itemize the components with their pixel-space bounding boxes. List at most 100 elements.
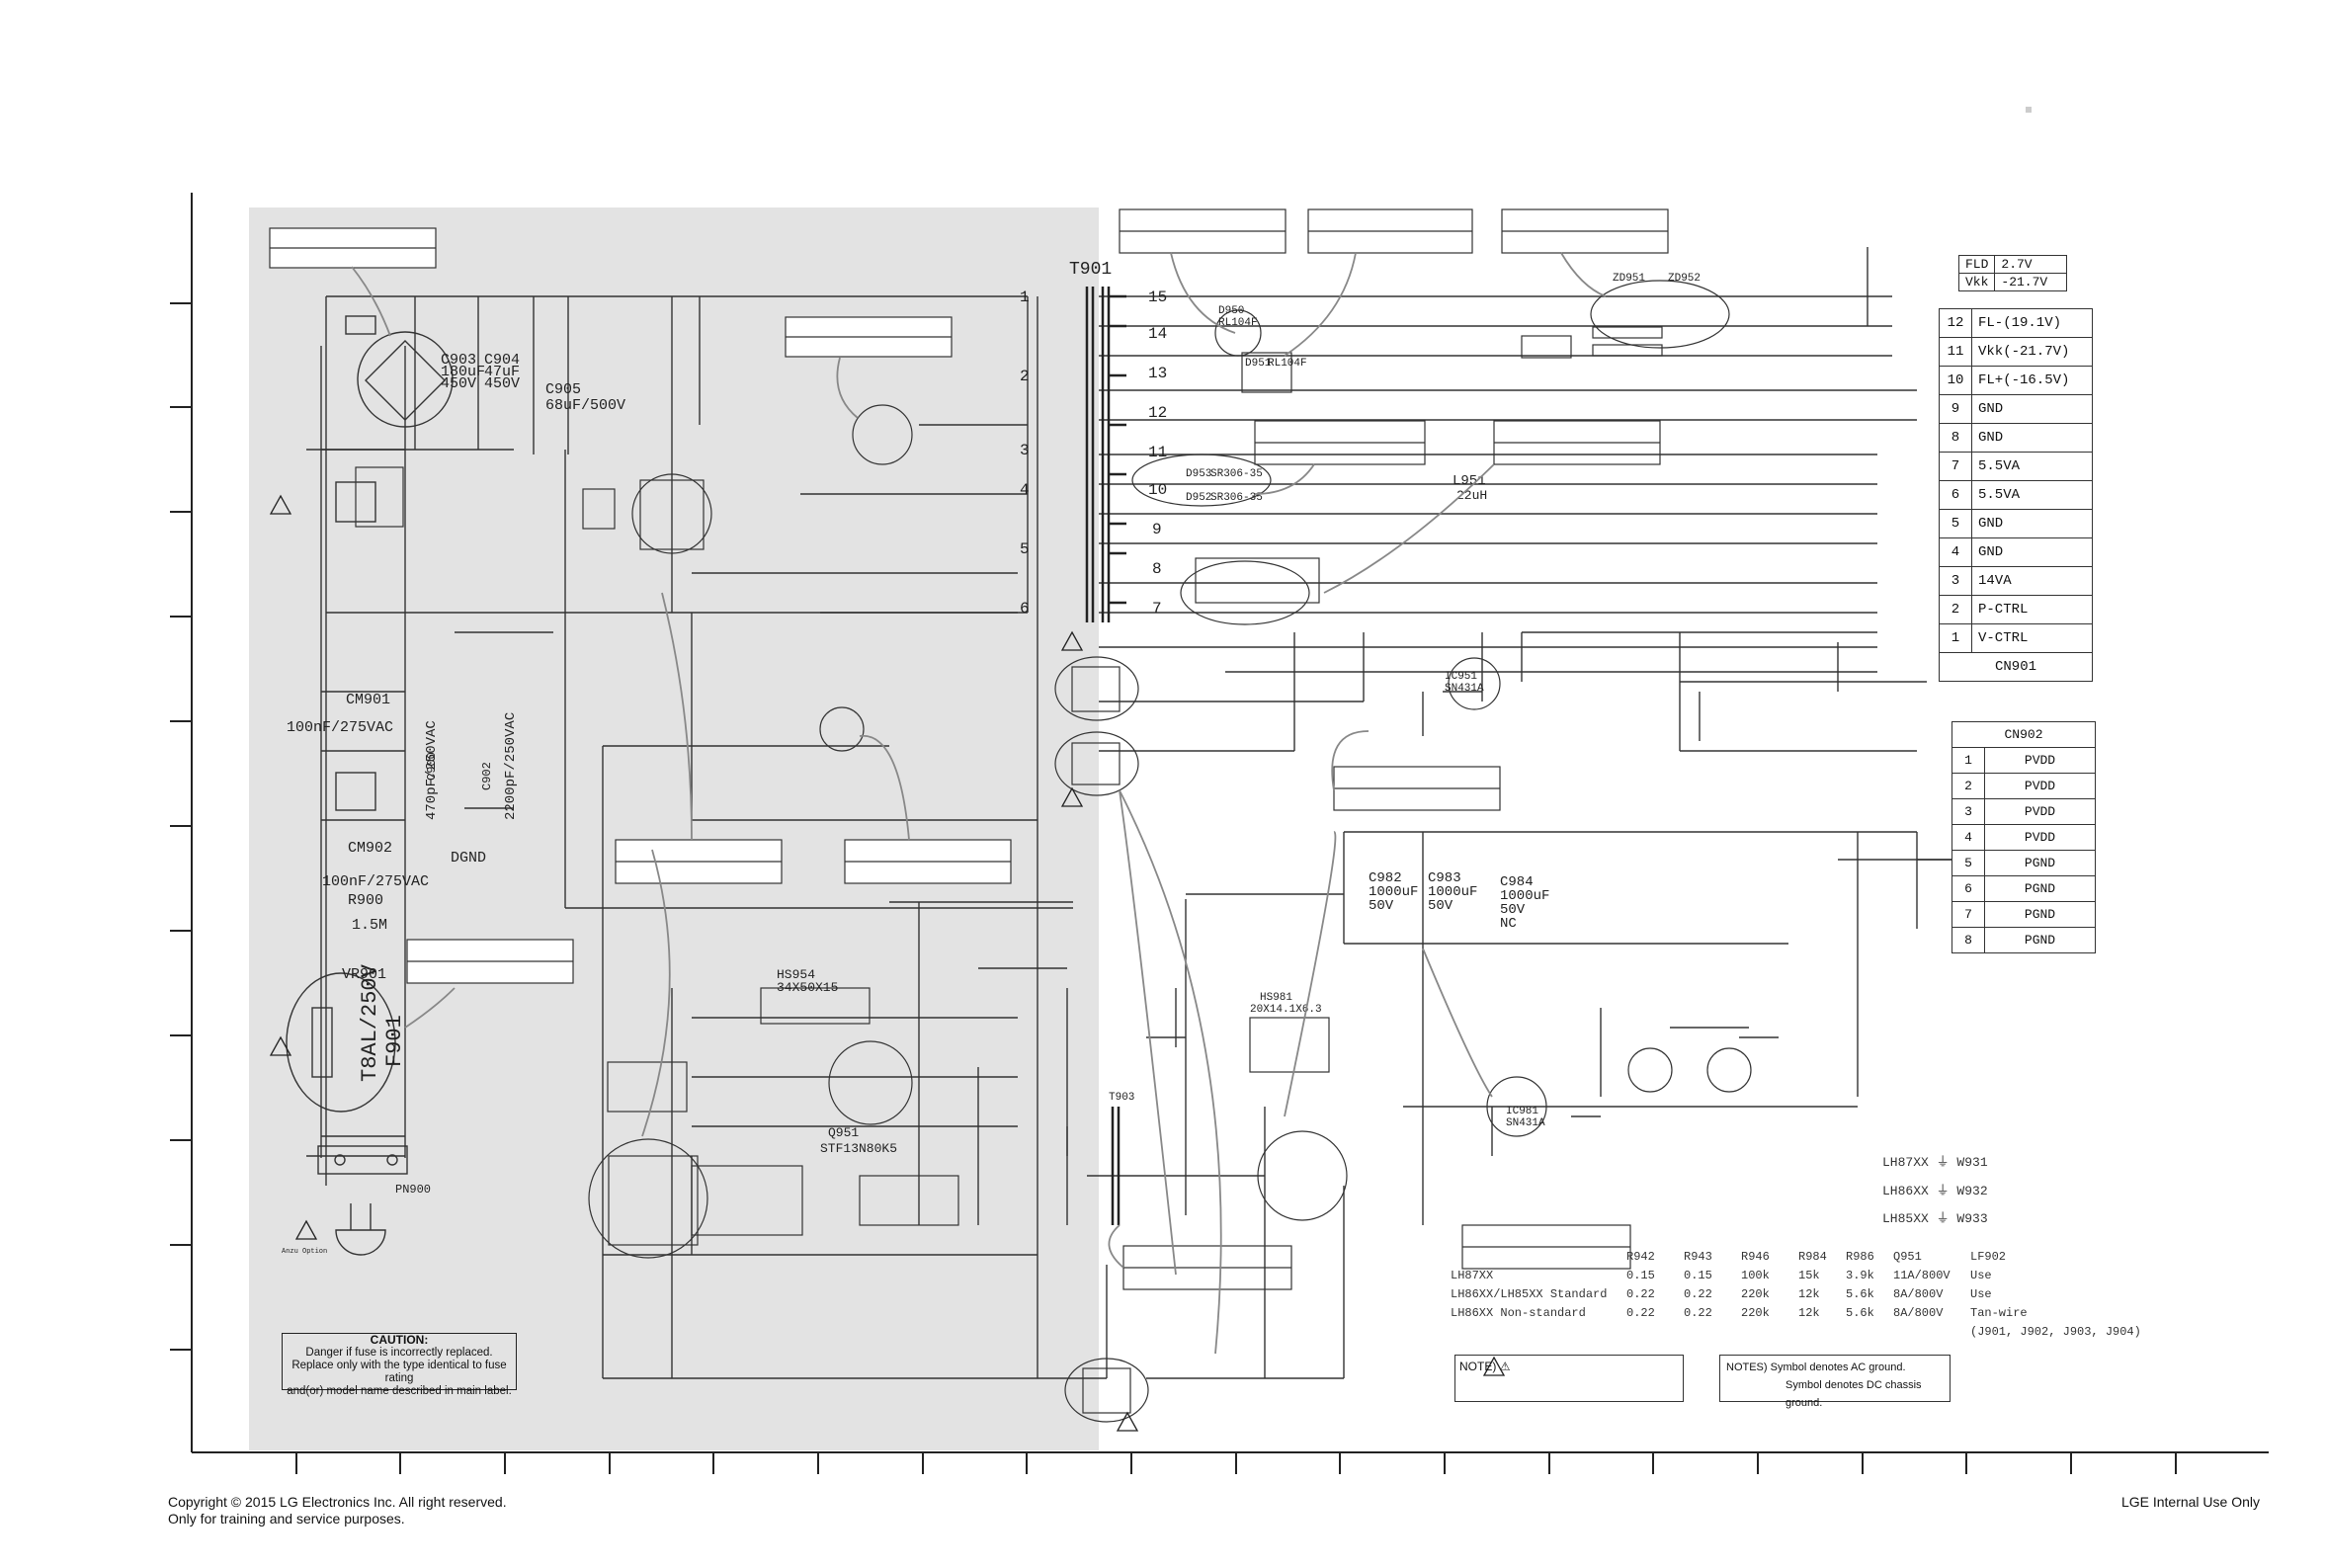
- voltage-name: FLD: [1957, 255, 1996, 274]
- transformer-t903: [1111, 1107, 1121, 1225]
- svg-text:HS981: HS981: [1260, 992, 1292, 1004]
- svg-text:SN431A: SN431A: [1506, 1117, 1545, 1129]
- copyright-text: Copyright © 2015 LG Electronics Inc. All…: [168, 1494, 507, 1510]
- ground-notes-box: NOTES) Symbol denotes AC ground. Symbol …: [1719, 1355, 1951, 1409]
- svg-text:C983: C983: [1428, 870, 1461, 886]
- svg-text:47uF: 47uF: [484, 364, 520, 380]
- c900-label: 470pF/250VAC: [424, 720, 440, 820]
- svg-text:SR306-35: SR306-35: [1210, 492, 1263, 504]
- svg-text:450V: 450V: [484, 375, 520, 392]
- svg-text:50V: 50V: [1500, 902, 1526, 918]
- caution-box: CAUTION: Danger if fuse is incorrectly r…: [282, 1333, 517, 1397]
- svg-text:SN431A: SN431A: [1445, 683, 1484, 695]
- svg-text:D952: D952: [1186, 492, 1211, 504]
- svg-text:D951: D951: [1245, 358, 1272, 370]
- svg-text:VR901: VR901: [342, 966, 386, 983]
- svg-text:SR306-35: SR306-35: [1210, 468, 1263, 480]
- svg-text:CM901: CM901: [346, 692, 390, 708]
- fuse-area: [286, 972, 408, 1256]
- svg-text:180uF: 180uF: [441, 364, 485, 380]
- svg-text:STF13N80K5: STF13N80K5: [820, 1141, 897, 1156]
- warning-icon: ⚠: [1499, 1360, 1511, 1373]
- caution-line: and(or) model name described in main lab…: [287, 1385, 512, 1397]
- voltage-row: Vkk -21.7V: [1957, 273, 2068, 291]
- primary-controller: [355, 404, 959, 1259]
- svg-text:Q951: Q951: [828, 1125, 859, 1140]
- c902-ref: C902: [480, 762, 494, 790]
- svg-text:1000uF: 1000uF: [1500, 888, 1549, 904]
- svg-text:C984: C984: [1500, 874, 1534, 890]
- svg-text:6: 6: [1020, 600, 1030, 618]
- training-text: Only for training and service purposes.: [168, 1511, 405, 1527]
- anzu-option-label: Anzu Option: [282, 1248, 327, 1256]
- svg-text:100nF/275VAC: 100nF/275VAC: [322, 873, 429, 890]
- note-label: NOTE): [1459, 1360, 1497, 1373]
- annotation-boxes: [269, 208, 1669, 1290]
- primary-side-area: [249, 207, 1099, 1450]
- svg-text:L951: L951: [1453, 473, 1486, 489]
- warning-triangles: [269, 494, 1506, 1432]
- svg-text:1.5M: 1.5M: [352, 917, 387, 934]
- model-header-row: R942 R943 R946 R984 R986 Q951 LF902: [1626, 1249, 2007, 1264]
- jumper-lh86xx: LH86XX ⏚ W932: [1882, 1184, 1988, 1198]
- heatsink-and-fet: HS954 34X50X15 Q951 STF13N80K5: [777, 967, 897, 1156]
- secondary-circuit: [1054, 280, 1752, 1423]
- svg-text:C904: C904: [484, 352, 520, 369]
- svg-text:8: 8: [1152, 560, 1162, 578]
- svg-text:50V: 50V: [1369, 898, 1394, 914]
- jumper-lh85xx: LH85XX ⏚ W933: [1882, 1211, 1988, 1226]
- svg-text:ZD952: ZD952: [1668, 273, 1701, 285]
- svg-text:50V: 50V: [1428, 898, 1453, 914]
- jumper-lh87xx: LH87XX ⏚ W931: [1882, 1155, 1988, 1170]
- ac-ground-note: NOTES) Symbol denotes AC ground.: [1726, 1362, 1906, 1373]
- voltage-row: FLD 2.7V: [1957, 255, 2068, 274]
- svg-text:9: 9: [1152, 521, 1162, 538]
- cn902-label-row: CN902: [1951, 721, 2096, 748]
- svg-text:20X14.1X6.3: 20X14.1X6.3: [1250, 1004, 1322, 1016]
- svg-text:HS954: HS954: [777, 967, 815, 982]
- svg-text:IC981: IC981: [1506, 1106, 1538, 1117]
- svg-text:11: 11: [1148, 444, 1167, 461]
- svg-text:100nF/275VAC: 100nF/275VAC: [287, 719, 393, 736]
- svg-text:C903: C903: [441, 352, 476, 369]
- output-caps: C982 1000uF 50V C983 1000uF 50V C984 100…: [1369, 870, 1549, 932]
- transformer-t901: [1085, 287, 1126, 622]
- voltage-name: Vkk: [1957, 273, 1996, 291]
- svg-text:7: 7: [1152, 600, 1162, 618]
- svg-text:15: 15: [1148, 289, 1167, 306]
- svg-text:13: 13: [1148, 365, 1167, 382]
- svg-text:NC: NC: [1500, 916, 1517, 932]
- svg-text:2: 2: [1020, 368, 1030, 385]
- caution-line: Danger if fuse is incorrectly replaced.: [305, 1347, 493, 1359]
- voltage-value: 2.7V: [1994, 255, 2068, 274]
- svg-text:R900: R900: [348, 892, 383, 909]
- svg-text:4: 4: [1020, 481, 1030, 499]
- cn901-label-row: CN901: [1939, 652, 2093, 682]
- voltage-table: FLD 2.7V Vkk -21.7V: [1957, 255, 2068, 291]
- svg-text:C905: C905: [545, 381, 581, 398]
- svg-text:1: 1: [1020, 289, 1030, 306]
- svg-text:D953: D953: [1186, 468, 1211, 480]
- svg-text:10: 10: [1148, 481, 1167, 499]
- footer-internal: LGE Internal Use Only: [2120, 1494, 2260, 1510]
- svg-text:1000uF: 1000uF: [1428, 884, 1477, 900]
- pn900-label: PN900: [395, 1183, 431, 1197]
- svg-text:DGND: DGND: [451, 850, 486, 867]
- t901-label: T901: [1069, 260, 1112, 280]
